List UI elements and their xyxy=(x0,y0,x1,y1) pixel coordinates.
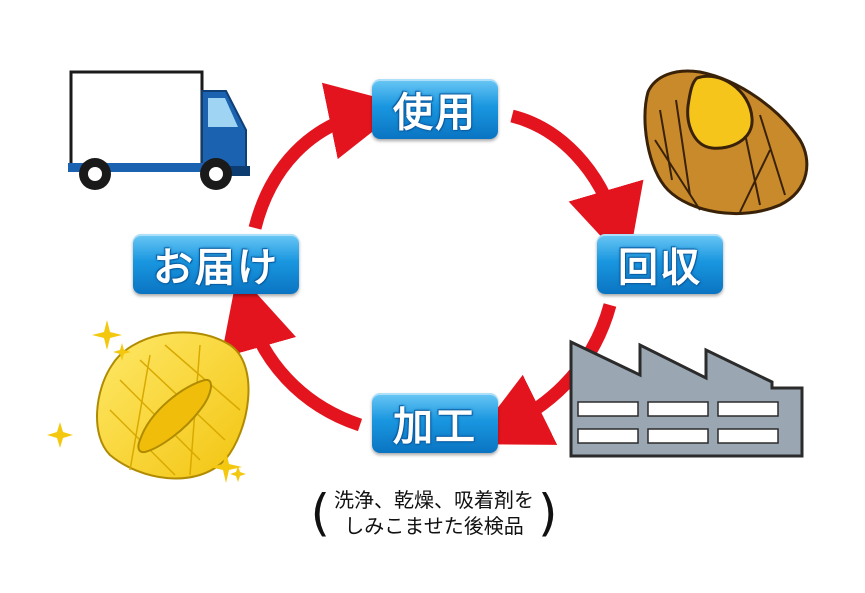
stage-label-collect: 回収 xyxy=(597,234,723,294)
arrow-deliver-to-use xyxy=(248,82,407,230)
clean-mop-icon xyxy=(96,331,250,480)
arrow-process-to-deliver xyxy=(220,272,363,432)
close-paren: ) xyxy=(538,484,558,542)
sparkle-icon xyxy=(47,320,246,483)
process-note-text: 洗浄、乾燥、吸着剤を しみこませた後検品 xyxy=(330,487,538,539)
process-note: ( 洗浄、乾燥、吸着剤を しみこませた後検品 ) xyxy=(300,482,568,544)
arrow-use-to-collect xyxy=(510,109,644,266)
stage-label-process: 加工 xyxy=(372,393,498,453)
open-paren: ( xyxy=(310,484,330,542)
stage-label-use: 使用 xyxy=(372,79,498,139)
used-mop-icon xyxy=(643,69,809,216)
cycle-arrows xyxy=(220,82,644,445)
process-note-line1: 洗浄、乾燥、吸着剤を xyxy=(334,488,534,512)
process-note-line2: しみこませた後検品 xyxy=(344,514,524,538)
truck-icon xyxy=(68,70,250,190)
factory-icon xyxy=(569,339,804,458)
stage-label-deliver: お届け xyxy=(133,234,299,294)
